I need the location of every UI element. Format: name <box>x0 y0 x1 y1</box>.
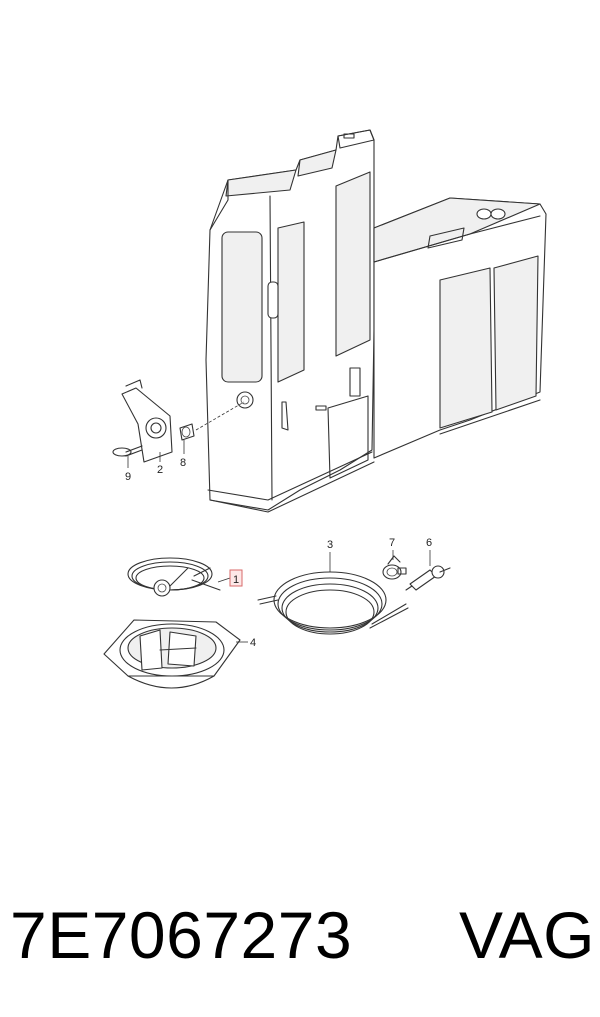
callout-6: 6 <box>426 537 432 549</box>
caption-bar: 7E7067273 VAG <box>10 885 595 985</box>
cable-harness-part-1 <box>127 557 221 597</box>
connector-part-6 <box>405 565 451 591</box>
callout-9: 9 <box>125 471 131 483</box>
callout-1: 1 <box>233 574 239 586</box>
callout-1-highlight <box>229 569 243 587</box>
socket-bracket-assembly <box>112 379 245 463</box>
callouts: 2 8 9 1 4 3 7 6 <box>125 457 432 649</box>
parts-diagram: 2 8 9 1 4 3 7 6 <box>103 129 547 689</box>
callout-2: 2 <box>157 464 163 476</box>
hose-coil-part-3 <box>257 571 409 635</box>
callout-4: 4 <box>250 637 256 649</box>
cabinet-module <box>373 197 547 459</box>
callout-7: 7 <box>389 537 395 549</box>
brand-name: VAG <box>459 898 595 972</box>
vehicle-rear-section <box>205 129 375 513</box>
part-number: 7E7067273 <box>10 898 353 972</box>
callout-3: 3 <box>327 539 333 551</box>
callout-8: 8 <box>180 457 186 469</box>
cable-holder-part-4 <box>103 619 241 689</box>
callout-leaders <box>127 440 431 643</box>
hose-clip-part-7 <box>382 555 407 580</box>
